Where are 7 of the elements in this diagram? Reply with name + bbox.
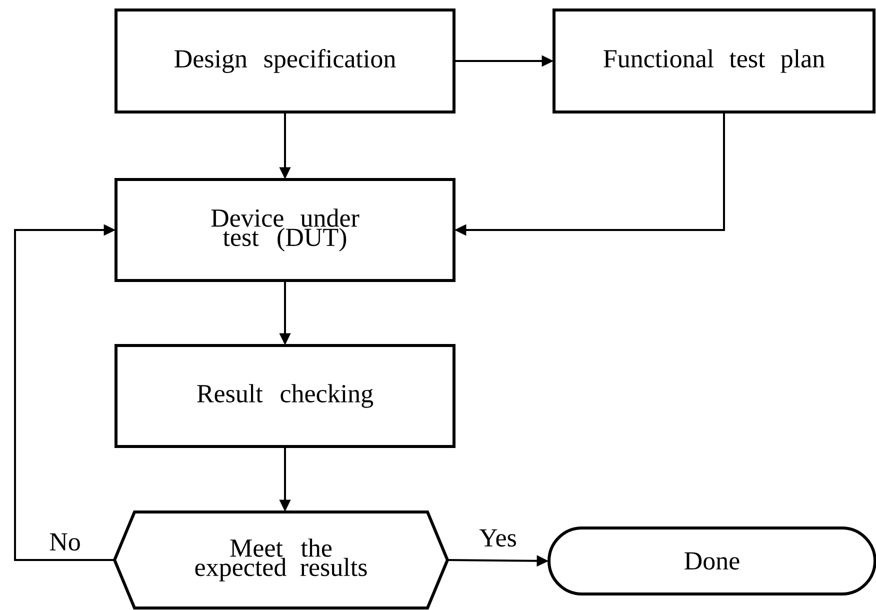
process-box: Result checking — [114, 344, 456, 448]
process-box: Functional test plan — [552, 8, 876, 114]
process-box: Design specification — [114, 8, 456, 114]
terminal-box: Done — [548, 526, 876, 596]
process-box: Device under test (DUT) — [114, 178, 456, 282]
edge-label: Yes — [478, 528, 518, 548]
edge-label: No — [48, 532, 82, 552]
